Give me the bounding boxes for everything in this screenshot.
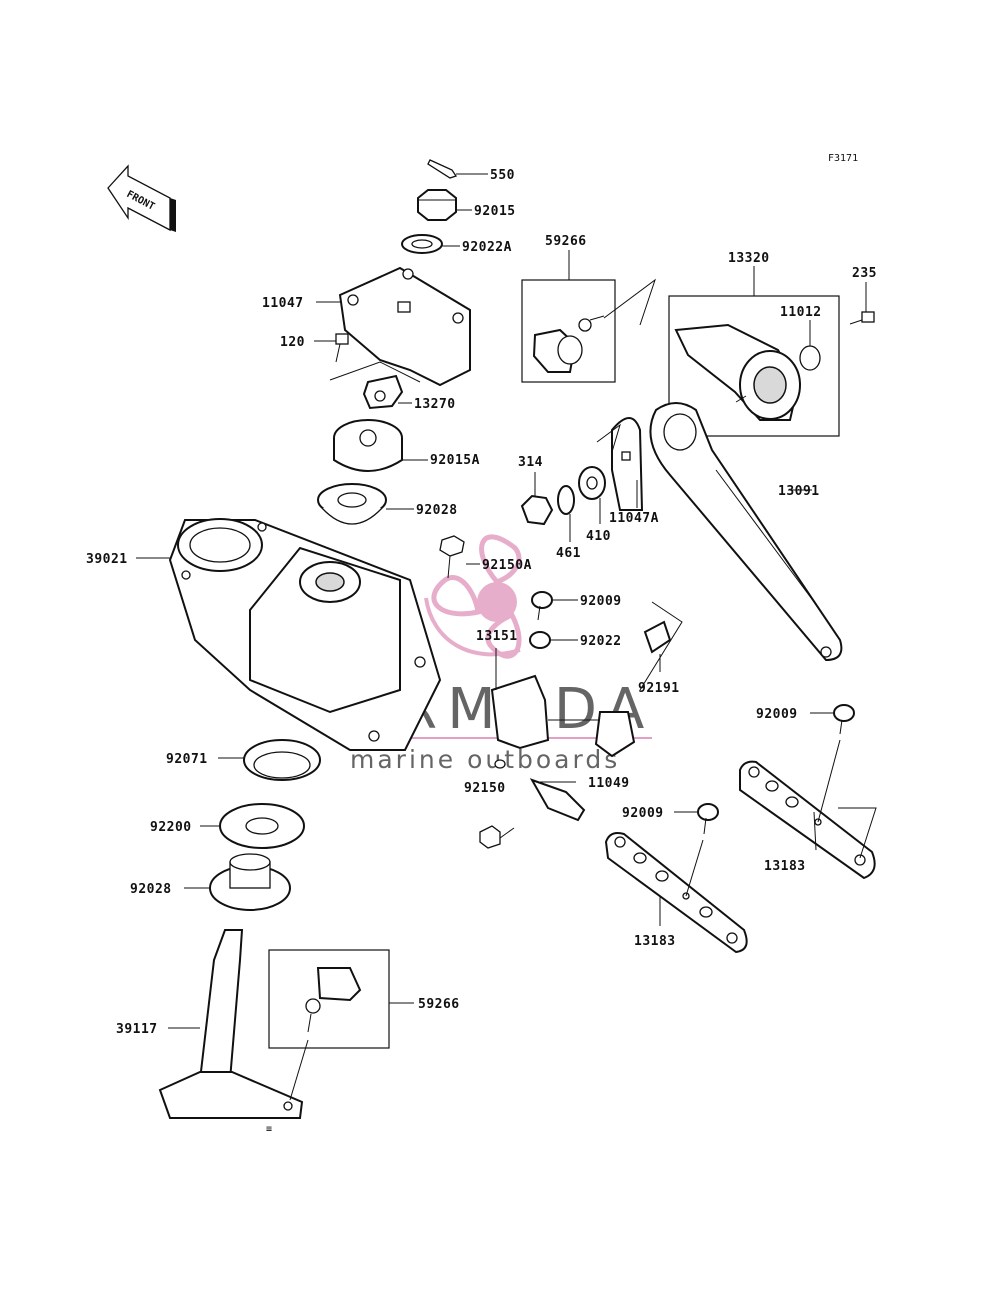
washer-92200 [200,803,305,849]
steering-housing-39021 [136,518,442,751]
washer-92022 [529,631,578,649]
steering-shaft-39117 [158,929,304,1119]
part-label-11047: 11047 [262,296,304,311]
bolt-92150 [479,759,515,849]
part-label-92022: 92022 [580,634,622,649]
steering-arm-13091 [649,402,843,662]
part-label-92022A: 92022A [462,240,512,255]
part-label-13151: 13151 [476,629,518,644]
propeller-logo-icon [424,534,522,659]
part-label-59266-top: 59266 [545,234,587,249]
figure-code: F3171 [828,153,858,164]
part-label-11012: 11012 [780,305,822,320]
front-direction-arrow-icon: FRONT [107,164,176,232]
leader-bracket [329,361,421,383]
shaft-marking: ≡ [266,1124,272,1135]
steering-bracket-11047 [316,266,471,387]
part-label-92028-bottom: 92028 [130,882,172,897]
part-label-13091: 13091 [778,484,820,499]
part-label-59266-bottom: 59266 [418,997,460,1012]
nut-314 [520,472,554,526]
cotter-pin-550 [427,159,488,179]
washer-92022A [401,234,460,254]
collar-92191 [639,601,683,691]
part-label-39117: 39117 [116,1022,158,1037]
ball-joint-box-59266-top [521,250,656,383]
part-label-92015: 92015 [474,204,516,219]
part-label-11049: 11049 [588,776,630,791]
oil-seal-92071 [218,739,321,781]
part-label-13183-b: 13183 [634,934,676,949]
bolt-92150A [439,535,480,579]
part-label-92009-b: 92009 [756,707,798,722]
plate-11047A [596,417,644,511]
part-label-461: 461 [556,546,581,561]
part-label-13270: 13270 [414,397,456,412]
bolt-92009-c [674,803,719,897]
stopper-13270 [362,374,412,410]
bushing-92028-bottom [184,853,291,911]
bolt-92009-b [810,704,877,859]
cable-assembly-box-13320 [668,266,840,437]
bolt-92009-a [531,591,578,621]
bushing-92028-top [317,483,414,525]
plate-13183-left [604,832,748,954]
plate-13183-right [739,760,876,880]
washer-410 [578,466,606,524]
screw-235 [849,282,875,325]
part-label-13183-a: 13183 [764,859,806,874]
part-label-314: 314 [518,455,543,470]
part-label-92200: 92200 [150,820,192,835]
part-label-92015A: 92015A [430,453,480,468]
lock-washer-461 [557,485,575,542]
o-ring-11012 [799,345,821,371]
part-label-235: 235 [852,266,877,281]
part-label-39021: 39021 [86,552,128,567]
part-label-92009-c: 92009 [622,806,664,821]
ball-joint-box-59266-bottom [268,949,414,1101]
castle-nut-92015 [417,189,472,221]
part-label-92191: 92191 [638,681,680,696]
part-label-92028-top: 92028 [416,503,458,518]
part-label-92071: 92071 [166,752,208,767]
part-label-92150A: 92150A [482,558,532,573]
bolt-120 [314,333,349,363]
part-label-92150: 92150 [464,781,506,796]
part-label-550: 550 [490,168,515,183]
part-label-410: 410 [586,529,611,544]
part-label-11047A: 11047A [609,511,659,526]
bracket-11049 [529,778,586,822]
part-label-120: 120 [280,335,305,350]
part-label-13320: 13320 [728,251,770,266]
cone-92015A [333,419,428,472]
switch-bracket-13151 [490,648,636,758]
part-label-92009-a: 92009 [580,594,622,609]
